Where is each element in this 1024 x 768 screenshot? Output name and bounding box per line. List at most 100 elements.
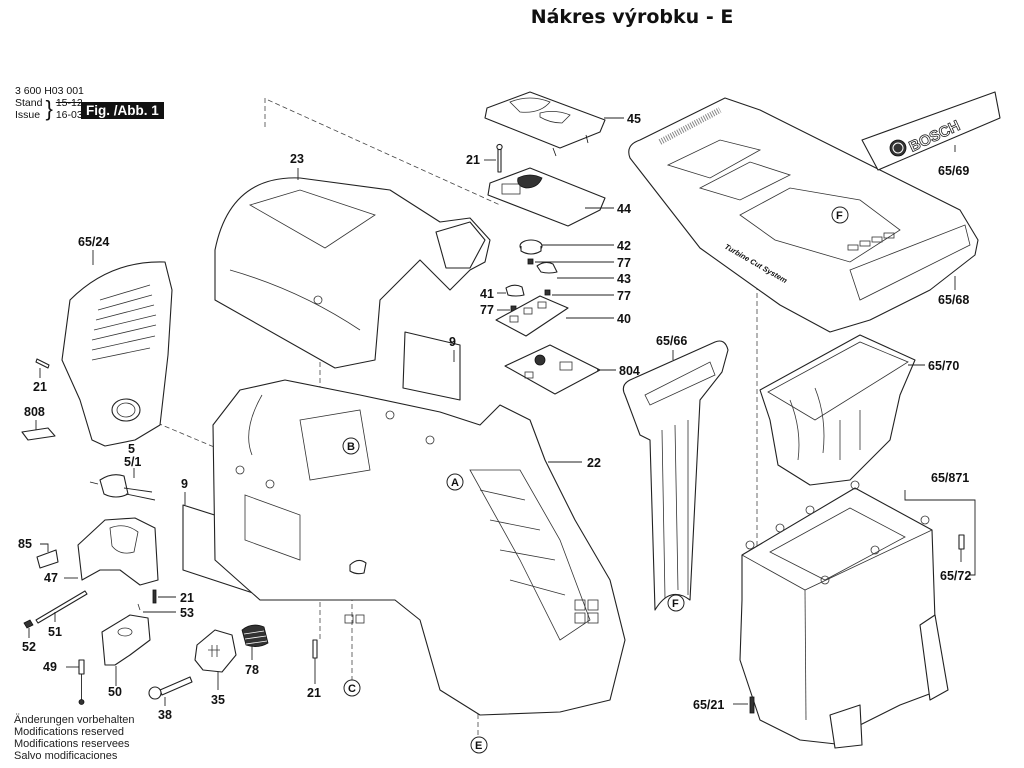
label-65-871: 65/871 <box>931 471 969 485</box>
label-65-69: 65/69 <box>938 164 969 178</box>
label-53: 53 <box>180 606 194 620</box>
part-808-label <box>21 427 56 441</box>
figure-badge: Fig. /Abb. 1 <box>81 102 164 119</box>
footer-notes: Änderungen vorbehalten Modifications res… <box>14 714 134 762</box>
part-51-rod <box>35 590 88 624</box>
part-65-871-collection-box <box>739 480 949 749</box>
label-65-24: 65/24 <box>78 235 109 249</box>
svg-text:C: C <box>348 683 356 695</box>
callout-c: C <box>343 679 361 697</box>
part-47-bracket <box>77 517 159 586</box>
part-40-switch-frame <box>495 295 569 337</box>
label-9-left: 9 <box>181 477 188 491</box>
label-43: 43 <box>617 272 631 286</box>
label-22: 22 <box>587 456 601 470</box>
label-49: 49 <box>43 660 57 674</box>
part-21-screw-left <box>35 358 50 369</box>
svg-text:A: A <box>451 477 459 489</box>
label-78: 78 <box>245 663 259 677</box>
footer-note-de: Änderungen vorbehalten <box>14 714 135 726</box>
footer-note-en: Modifications reserved <box>14 726 125 738</box>
part-41-rocker-cap <box>505 284 525 297</box>
label-5: 5 <box>128 442 135 456</box>
part-number: 3 600 H03 001 <box>15 85 84 97</box>
part-21-screw-top <box>496 143 503 173</box>
part-77-spring-a <box>527 258 534 265</box>
part-804-pcb <box>504 344 601 395</box>
part-85-cable-clamp <box>36 549 59 569</box>
label-51: 51 <box>48 625 62 639</box>
label-808: 808 <box>24 405 45 419</box>
reference-callouts: A B C E F F <box>342 206 849 754</box>
page-title: Nákres výrobku - E <box>530 6 734 28</box>
label-52: 52 <box>22 640 36 654</box>
part-65-66-pusher <box>622 340 729 611</box>
part-50-switch-holder <box>101 614 151 666</box>
label-77-a: 77 <box>617 256 631 270</box>
label-41: 41 <box>480 287 494 301</box>
label-65-70: 65/70 <box>928 359 959 373</box>
label-85: 85 <box>18 537 32 551</box>
part-65-70-funnel-insert <box>759 334 916 486</box>
label-77-b: 77 <box>617 289 631 303</box>
svg-text:F: F <box>672 598 679 610</box>
part-52-grommet <box>23 619 34 629</box>
callout-b: B <box>342 437 360 455</box>
label-35: 35 <box>211 693 225 707</box>
part-5-plug <box>89 474 156 501</box>
part-53-clip <box>137 603 141 611</box>
part-78-spring <box>241 624 269 647</box>
label-65-72: 65/72 <box>940 569 971 583</box>
label-38: 38 <box>158 708 172 722</box>
part-77-spring-b <box>544 289 551 296</box>
label-42: 42 <box>617 239 631 253</box>
label-21-left: 21 <box>33 380 47 394</box>
part-23-upper-housing <box>214 177 491 369</box>
label-40: 40 <box>617 312 631 326</box>
label-23: 23 <box>290 152 304 166</box>
part-44-switch-plate <box>487 167 606 227</box>
part-clip <box>349 559 367 575</box>
label-9-top: 9 <box>449 335 456 349</box>
label-77-c: 77 <box>480 303 494 317</box>
svg-text:F: F <box>836 210 843 222</box>
label-50: 50 <box>108 685 122 699</box>
part-38-bolt <box>148 676 193 700</box>
part-9-label-top <box>402 331 461 401</box>
callout-f-bottom: F <box>667 594 685 612</box>
callout-e: E <box>470 736 488 754</box>
label-21-mid: 21 <box>180 591 194 605</box>
footer-note-fr: Modifications reservees <box>14 738 130 750</box>
label-65-68: 65/68 <box>938 293 969 307</box>
part-21-screw-mid <box>152 589 157 604</box>
brace-glyph: } <box>45 96 53 121</box>
label-44: 44 <box>617 202 631 216</box>
part-45-cover-plate <box>484 91 606 157</box>
label-804: 804 <box>619 364 640 378</box>
part-65-69-brand-plate: BOSCH <box>861 91 1001 171</box>
label-45: 45 <box>627 112 641 126</box>
part-21-screw-bottom <box>312 639 318 659</box>
part-35-knob <box>194 629 237 673</box>
part-labels: 45 21 44 42 77 43 41 77 77 40 804 23 9 2… <box>18 112 971 722</box>
part-43-rocker-cap <box>536 261 558 274</box>
footer-note-es: Salvo modificaciones <box>14 750 118 762</box>
stand-label: Stand <box>15 97 43 109</box>
leader-lines <box>28 117 976 706</box>
svg-text:B: B <box>347 441 355 453</box>
label-47: 47 <box>44 571 58 585</box>
stand-value: 15-12 <box>55 97 83 109</box>
label-21-top: 21 <box>466 153 480 167</box>
label-65-21: 65/21 <box>693 698 724 712</box>
part-65-24-fan-cover <box>61 261 173 447</box>
issue-label: Issue <box>15 109 41 121</box>
svg-text:E: E <box>475 740 482 752</box>
callout-a: A <box>446 473 464 491</box>
part-49-pin <box>78 659 85 705</box>
label-21-bottom: 21 <box>307 686 321 700</box>
part-65-21-screw <box>749 696 755 714</box>
label-65-66: 65/66 <box>656 334 687 348</box>
part-42-knob <box>519 239 543 255</box>
label-5-1: 5/1 <box>124 455 141 469</box>
